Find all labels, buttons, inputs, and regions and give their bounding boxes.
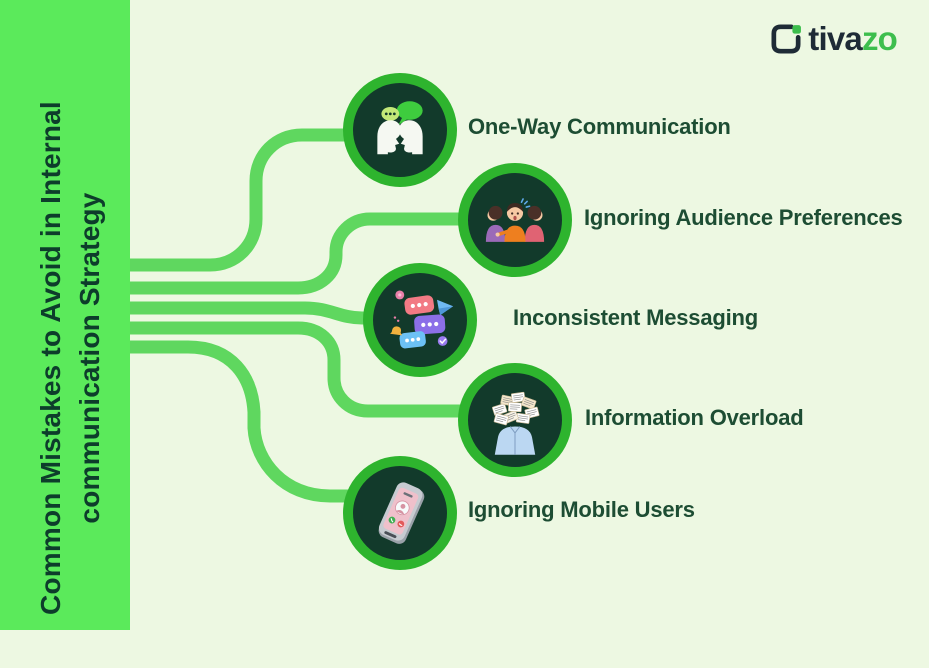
node-mobile-users	[343, 456, 457, 570]
connector-line-4	[130, 321, 485, 418]
brand-name-green: zo	[861, 20, 898, 57]
page-title-line-2: communication Strategy	[74, 192, 105, 524]
label-mobile-users: Ignoring Mobile Users	[468, 497, 695, 522]
connector-line-5	[130, 340, 395, 503]
mobile-users-icon	[378, 482, 425, 544]
sidebar: Common Mistakes to Avoid in Internal com…	[0, 0, 130, 630]
connector-line-2	[130, 212, 480, 295]
brand-name: tivazo	[808, 20, 898, 57]
connector-line-3	[130, 301, 430, 325]
page-title-line-1: Common Mistakes to Avoid in Internal	[35, 101, 66, 615]
connector-line-1	[130, 128, 370, 272]
label-inconsistent-messaging: Inconsistent Messaging	[513, 305, 758, 330]
tivazo-logo-icon	[771, 24, 802, 54]
infographic-canvas: Common Mistakes to Avoid in Internal com…	[0, 0, 903, 630]
page-title: Common Mistakes to Avoid in Internal com…	[31, 48, 109, 668]
brand-name-dark: tiva	[808, 20, 862, 57]
brand-logo: tivazo	[770, 20, 898, 57]
node-information-overload	[458, 363, 572, 477]
audience-preferences-icon	[485, 198, 545, 242]
node-inconsistent-messaging	[363, 263, 477, 377]
label-information-overload: Information Overload	[585, 405, 804, 430]
connector-lines	[130, 128, 485, 503]
label-one-way-communication: One-Way Communication	[468, 114, 731, 139]
node-audience-preferences	[458, 163, 572, 277]
one-way-communication-icon	[377, 101, 423, 155]
label-audience-preferences: Ignoring Audience Preferences	[584, 205, 903, 230]
information-overload-icon	[491, 391, 540, 455]
inconsistent-messaging-icon	[390, 290, 454, 349]
node-one-way-communication	[343, 73, 457, 187]
